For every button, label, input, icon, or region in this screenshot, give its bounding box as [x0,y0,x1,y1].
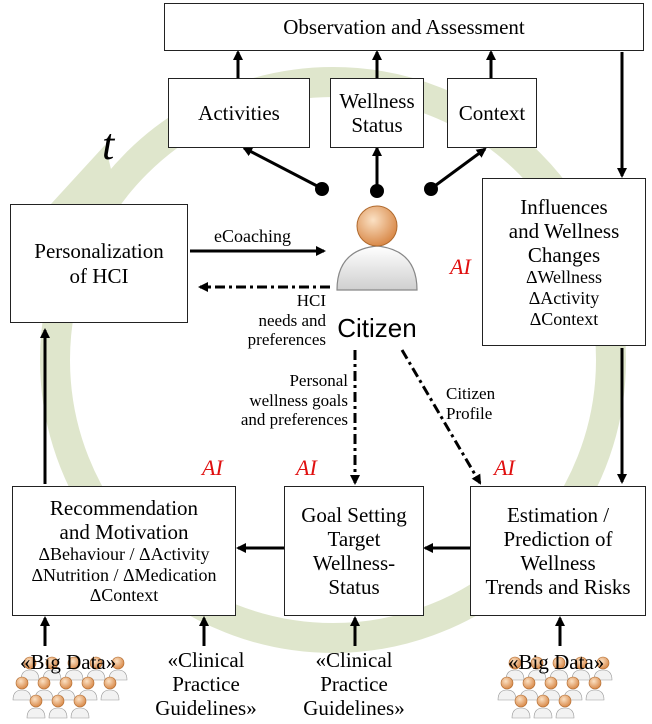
activities-label: Activities [198,100,280,125]
influences-line: Changes [527,243,601,268]
observation-assessment-box: Observation and Assessment [164,3,644,51]
ai-label-estimation: AI [494,455,515,480]
personalization-line: of HCI [69,263,129,288]
estimation-line: Prediction of [503,526,613,551]
arrow-citizen-context [431,147,487,190]
influences-line: and Wellness [508,218,620,243]
recommendation-delta: ΔContext [89,585,159,606]
recommendation-delta: ΔBehaviour / ΔActivity [38,544,210,565]
goal-setting-line: Goal Setting [301,502,407,527]
influences-line: Influences [520,194,608,219]
recommendation-line: and Motivation [59,519,189,544]
guidelines-line: «Clinical [167,648,245,672]
ai-label-goal: AI [296,455,317,480]
personal-goals-line: and preferences [240,410,348,430]
ai-label-recommendation: AI [202,455,223,480]
guidelines-line: Practice [172,672,240,697]
guidelines-line: Guidelines» [155,696,257,721]
citizen-label: Citizen [337,313,417,343]
influences-box: Influences and Wellness Changes ΔWellnes… [482,178,646,346]
estimation-box: Estimation / Prediction of Wellness Tren… [470,486,646,616]
goal-setting-line: Status [328,575,380,600]
personalization-line: Personalization [34,239,164,264]
citizen-profile-line: Profile [446,403,493,423]
big-data-label-left: «Big Data» [20,650,117,674]
arrow-citizen-profile [400,349,482,485]
clinical-guidelines-center: «Clinical Practice Guidelines» [298,648,410,720]
dot-terminals [315,182,438,198]
time-symbol: t [102,120,115,169]
ecoaching-label: eCoaching [214,226,291,246]
activities-box: Activities [168,78,310,148]
big-data-label-right: «Big Data» [508,650,605,674]
wellness-status-line: Status [351,113,403,137]
recommendation-delta: ΔNutrition / ΔMedication [31,564,217,585]
goal-setting-box: Goal Setting Target Wellness- Status [284,486,424,616]
estimation-line: Trends and Risks [485,575,631,600]
personalization-box: Personalization of HCI [10,204,188,323]
connectors [40,50,627,646]
wellness-status-box: Wellness Status [330,78,424,148]
recommendation-box: Recommendation and Motivation ΔBehaviour… [12,486,236,616]
citizen-profile-line: Citizen [446,384,496,403]
context-box: Context [447,78,537,148]
clinical-guidelines-left: «Clinical Practice Guidelines» [150,648,262,720]
influences-delta: ΔWellness [525,267,603,288]
personal-goals-label: Personal wellness goals and preferences [228,371,348,430]
goal-setting-line: Target [327,526,381,551]
hci-needs-line: preferences [247,330,326,350]
hci-needs-label: HCI needs and preferences [222,291,326,350]
guidelines-line: Practice [320,672,388,697]
estimation-line: Estimation / [506,502,610,527]
influences-delta: ΔActivity [528,287,600,308]
goal-setting-line: Wellness- [312,551,396,575]
citizen-person-icon [336,205,418,291]
arrow-citizen-activities [242,146,322,190]
hci-needs-line: HCI [296,291,326,310]
wellness-status-line: Wellness [339,88,415,113]
influences-delta: ΔContext [529,308,599,329]
citizen-profile-label: Citizen Profile [446,384,495,423]
guidelines-line: «Clinical [315,648,393,672]
observation-label: Observation and Assessment [283,14,525,39]
recommendation-line: Recommendation [49,495,199,520]
personal-goals-line: Personal [289,371,348,390]
ai-label-influences: AI [450,254,471,279]
context-label: Context [458,100,526,125]
hci-needs-line: needs and [258,310,326,330]
guidelines-line: Guidelines» [303,696,405,721]
estimation-line: Wellness [520,551,596,575]
personal-goals-line: wellness goals [249,390,348,410]
